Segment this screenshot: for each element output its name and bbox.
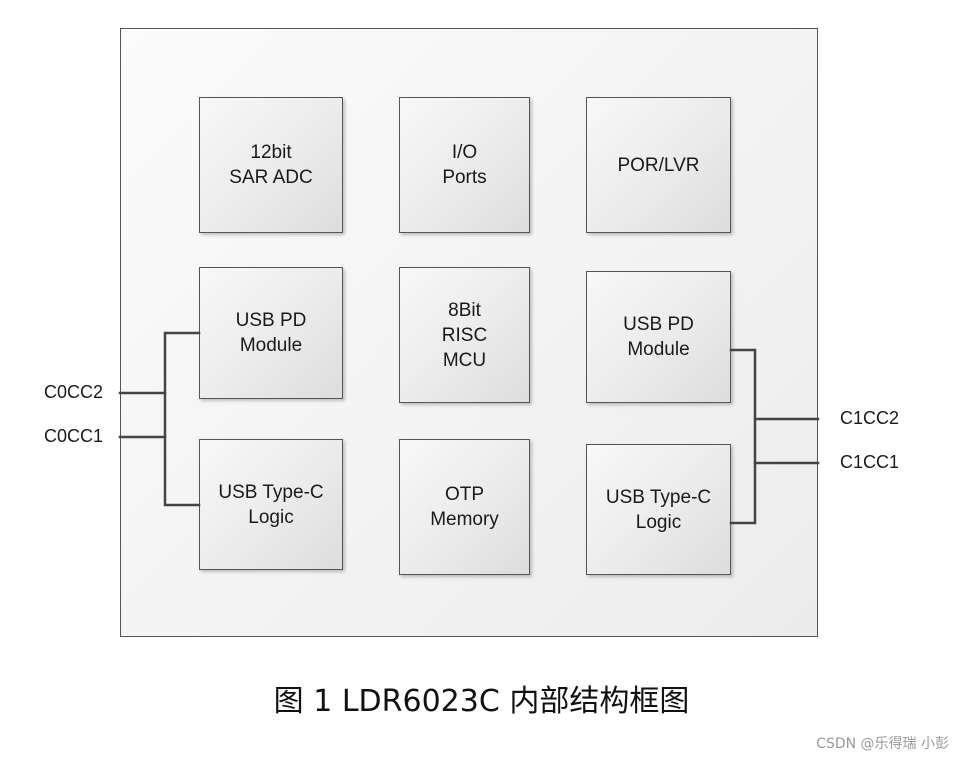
pin-label-c0cc2: C0CC2 bbox=[44, 382, 104, 402]
sar-adc-line-1: 12bit bbox=[250, 142, 292, 163]
sar-adc-line-2: SAR ADC bbox=[229, 167, 313, 188]
pin-label-c1cc1: C1CC1 bbox=[840, 452, 900, 472]
sar-adc-block: 12bit SAR ADC bbox=[199, 97, 343, 233]
risc-mcu-block: 8Bit RISC MCU bbox=[399, 267, 530, 403]
usb-pd-left-line-2: Module bbox=[239, 335, 303, 356]
typec-left-line-1: USB Type-C bbox=[218, 481, 324, 503]
otp-line-1: OTP bbox=[444, 484, 485, 505]
usb-pd-module-right-block: USB PD Module bbox=[586, 271, 731, 403]
mcu-line-1: 8Bit bbox=[448, 299, 481, 321]
usb-typec-logic-left-block: USB Type-C Logic bbox=[199, 439, 343, 570]
io-ports-line-2: Ports bbox=[442, 167, 487, 188]
usb-pd-right-line-1: USB PD bbox=[623, 314, 694, 335]
usb-typec-logic-right-block: USB Type-C Logic bbox=[586, 444, 731, 575]
typec-right-line-1: USB Type-C bbox=[605, 486, 712, 508]
otp-line-2: Memory bbox=[430, 509, 499, 530]
pin-label-c0cc1: C0CC1 bbox=[44, 426, 104, 446]
watermark: CSDN @乐得瑞 小彭 bbox=[816, 736, 949, 752]
mcu-line-3: MCU bbox=[442, 349, 487, 371]
usb-pd-right-line-2: Module bbox=[627, 339, 690, 360]
por-lvr-line-1: POR/LVR bbox=[617, 154, 700, 176]
figure-caption: 图 1 LDR6023C 内部结构框图 bbox=[273, 684, 690, 719]
io-ports-line-1: I/O bbox=[451, 142, 478, 163]
typec-right-line-2: Logic bbox=[635, 511, 682, 533]
mcu-line-2: RISC bbox=[441, 324, 488, 346]
io-ports-block: I/O Ports bbox=[399, 97, 530, 233]
pin-label-c1cc2: C1CC2 bbox=[840, 408, 900, 428]
por-lvr-block: POR/LVR bbox=[586, 97, 731, 233]
usb-pd-left-line-1: USB PD bbox=[235, 310, 307, 331]
typec-left-line-2: Logic bbox=[248, 506, 294, 528]
otp-memory-block: OTP Memory bbox=[399, 439, 530, 575]
usb-pd-module-left-block: USB PD Module bbox=[199, 267, 343, 399]
